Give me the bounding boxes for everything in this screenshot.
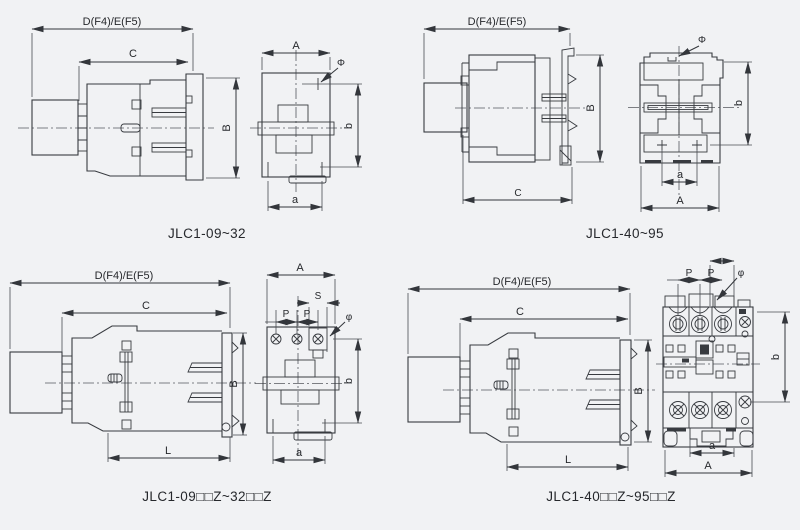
bottom-screw-terminals: [669, 395, 752, 425]
dim-label-a: a: [296, 447, 303, 459]
dim-label-L: L: [165, 445, 171, 457]
dim-label-B: B: [585, 104, 597, 111]
dim-b: b: [322, 338, 362, 424]
panel-jlc1-09-32: D(F4)/E(F5) C B: [18, 16, 362, 241]
dim-D: D(F4)/E(F5): [9, 270, 231, 349]
dim-label-P-left: P: [686, 268, 693, 279]
dim-label-S: S: [315, 291, 322, 302]
dim-D: D(F4)/E(F5): [407, 276, 631, 354]
dim-B: B: [206, 77, 240, 179]
dim-phi: φ: [716, 268, 745, 301]
dim-phi: Φ: [678, 35, 706, 57]
panel-caption: JLC1-09~32: [168, 226, 246, 241]
dim-C: C: [462, 135, 573, 204]
dim-b: b: [750, 311, 790, 403]
dim-label-b: b: [343, 123, 355, 129]
dim-b: b: [710, 61, 752, 146]
dim-D: D(F4)/E(F5): [423, 16, 571, 79]
dim-top-width: [709, 257, 735, 306]
dim-label-c: C: [516, 306, 524, 318]
dim-A: A: [261, 40, 331, 70]
dim-label-b: b: [770, 354, 782, 360]
dim-label-L: L: [565, 454, 571, 466]
bottom-feet-and-clip: [663, 428, 754, 447]
dim-D: D(F4)/E(F5): [31, 16, 194, 97]
front-view: A S P P φ: [255, 262, 362, 464]
dim-A: A: [266, 262, 336, 324]
dim-L: L: [506, 444, 629, 471]
dim-label-P-left: P: [283, 309, 290, 320]
dim-label-phi: Φ: [698, 35, 706, 46]
side-view: D(F4)/E(F5) B C: [423, 16, 604, 204]
side-view: D(F4)/E(F5) C B L: [9, 270, 256, 462]
front-view: P P φ b a A: [656, 257, 790, 477]
dim-label-A: A: [296, 262, 304, 274]
dim-label-A: A: [292, 40, 300, 52]
dim-a: a: [272, 436, 326, 464]
dim-label-c: C: [514, 188, 521, 199]
top-screw-terminals: [669, 309, 751, 343]
dim-label-P-right: P: [304, 309, 311, 320]
dim-label-A: A: [704, 460, 712, 472]
dim-a: a: [661, 149, 698, 186]
dim-label-A: A: [676, 195, 684, 207]
dim-A: A: [664, 450, 753, 477]
dim-label-d: D(F4)/E(F5): [468, 16, 527, 28]
dim-label-d: D(F4)/E(F5): [95, 270, 154, 282]
dim-C: C: [78, 48, 189, 101]
dim-label-a: a: [709, 440, 716, 452]
dim-label-B: B: [221, 124, 233, 131]
dim-label-P-right: P: [708, 268, 715, 279]
panel-caption: JLC1-40□□Z~95□□Z: [546, 489, 675, 504]
dim-B: B: [576, 54, 604, 163]
dim-label-phi: φ: [346, 312, 353, 323]
dim-P: P P: [265, 309, 319, 334]
dim-label-c: C: [129, 48, 137, 60]
center-mechanism: [663, 340, 750, 379]
dim-C: C: [61, 300, 228, 352]
dim-S: S: [297, 291, 340, 352]
side-view: D(F4)/E(F5) C B L: [407, 276, 655, 471]
panel-caption: JLC1-40~95: [586, 226, 664, 241]
dim-label-phi: Φ: [337, 58, 345, 69]
dim-a: a: [689, 432, 735, 457]
dim-label-a: a: [292, 194, 299, 206]
dim-L: L: [107, 433, 231, 462]
dim-A: A: [640, 166, 720, 212]
screw-terminals: [270, 327, 328, 359]
dim-label-b: b: [343, 378, 355, 384]
dim-phi: φ: [329, 312, 353, 337]
dim-B: B: [228, 332, 247, 436]
panel-jlc1-09z-32z: D(F4)/E(F5) C B L: [9, 262, 362, 504]
dim-label-d: D(F4)/E(F5): [83, 16, 142, 28]
panel-caption: JLC1-09□□Z~32□□Z: [142, 489, 271, 504]
dim-label-d: D(F4)/E(F5): [493, 276, 552, 288]
panel-jlc1-40-95: D(F4)/E(F5) B C: [423, 16, 752, 241]
dim-a: a: [267, 181, 323, 211]
dim-phi: Φ: [320, 58, 345, 83]
front-view: Φ b a A: [628, 35, 752, 212]
dim-label-B: B: [228, 380, 240, 387]
dim-P: P P: [667, 268, 723, 316]
dim-label-B: B: [633, 387, 645, 394]
dim-label-phi: φ: [738, 268, 745, 279]
dim-b: b: [320, 83, 362, 168]
dim-label-c: C: [142, 300, 150, 312]
dim-C: C: [459, 306, 629, 357]
side-view: D(F4)/E(F5) C B: [18, 16, 240, 181]
dim-B: B: [633, 339, 652, 443]
front-view: A Φ b a: [250, 40, 362, 211]
panel-jlc1-40z-95z: D(F4)/E(F5) C B L: [407, 257, 790, 504]
dim-label-b: b: [733, 100, 745, 106]
dim-label-a: a: [677, 169, 684, 181]
